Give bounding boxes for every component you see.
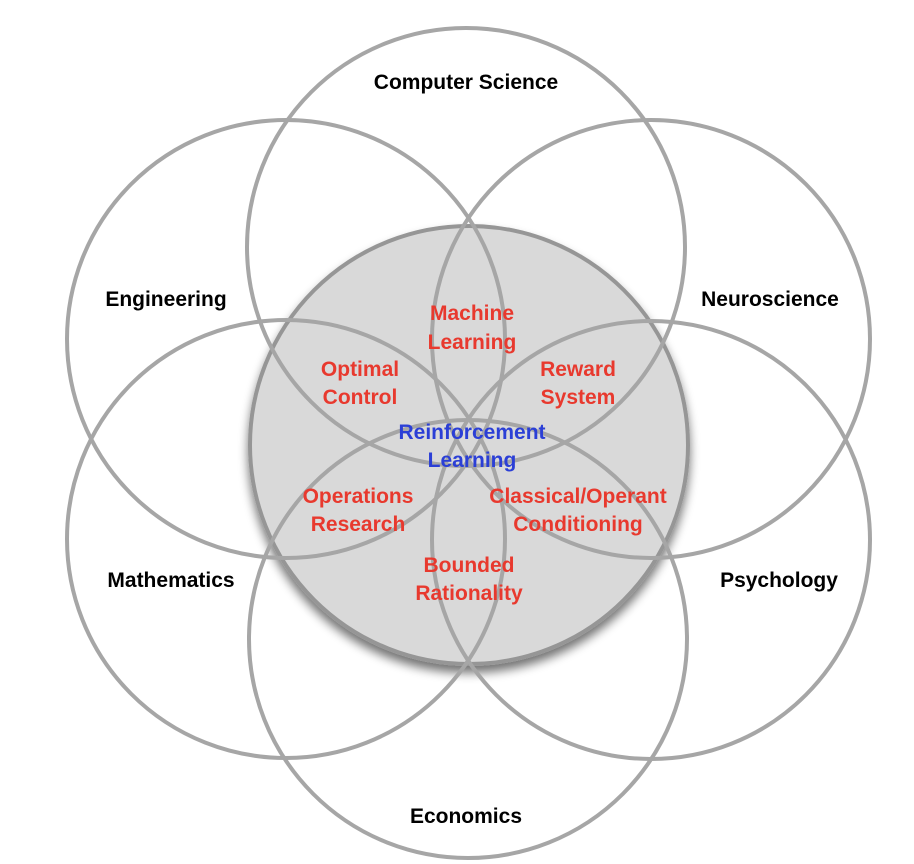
label-computer-science: Computer Science xyxy=(374,71,558,94)
overlap-operations-research: Operations Research xyxy=(303,485,414,536)
overlap-classical-operant-line2: Conditioning xyxy=(513,513,642,536)
overlap-optimal-control-line2: Control xyxy=(323,386,398,409)
overlap-optimal-control-line1: Optimal xyxy=(321,358,399,381)
overlap-classical-operant: Classical/Operant Conditioning xyxy=(489,485,666,536)
overlap-machine-learning-line1: Machine xyxy=(430,302,514,325)
overlap-bounded-rationality: Bounded Rationality xyxy=(415,554,523,605)
center-label-line1: Reinforcement xyxy=(398,421,545,444)
overlap-optimal-control: Optimal Control xyxy=(321,358,399,409)
center-label-reinforcement-learning: Reinforcement Learning xyxy=(398,421,545,472)
overlap-classical-operant-line1: Classical/Operant xyxy=(489,485,666,508)
label-engineering: Engineering xyxy=(105,288,226,311)
circle-engineering xyxy=(65,118,507,560)
label-mathematics: Mathematics xyxy=(107,569,234,592)
overlap-reward-system: Reward System xyxy=(540,358,616,409)
overlap-reward-system-line1: Reward xyxy=(540,358,616,381)
label-psychology: Psychology xyxy=(720,569,838,592)
overlap-bounded-rationality-line1: Bounded xyxy=(424,554,515,577)
circle-neuroscience xyxy=(430,118,872,560)
overlap-bounded-rationality-line2: Rationality xyxy=(415,582,523,605)
overlap-machine-learning: Machine Learning xyxy=(428,302,517,354)
circle-mathematics xyxy=(65,318,507,760)
label-neuroscience: Neuroscience xyxy=(701,288,839,311)
overlap-reward-system-line2: System xyxy=(541,386,616,409)
overlap-machine-learning-line2: Learning xyxy=(428,331,517,354)
overlap-operations-research-line1: Operations xyxy=(303,485,414,508)
overlap-operations-research-line2: Research xyxy=(311,513,406,536)
label-economics: Economics xyxy=(410,805,522,828)
center-label-line2: Learning xyxy=(428,449,517,472)
